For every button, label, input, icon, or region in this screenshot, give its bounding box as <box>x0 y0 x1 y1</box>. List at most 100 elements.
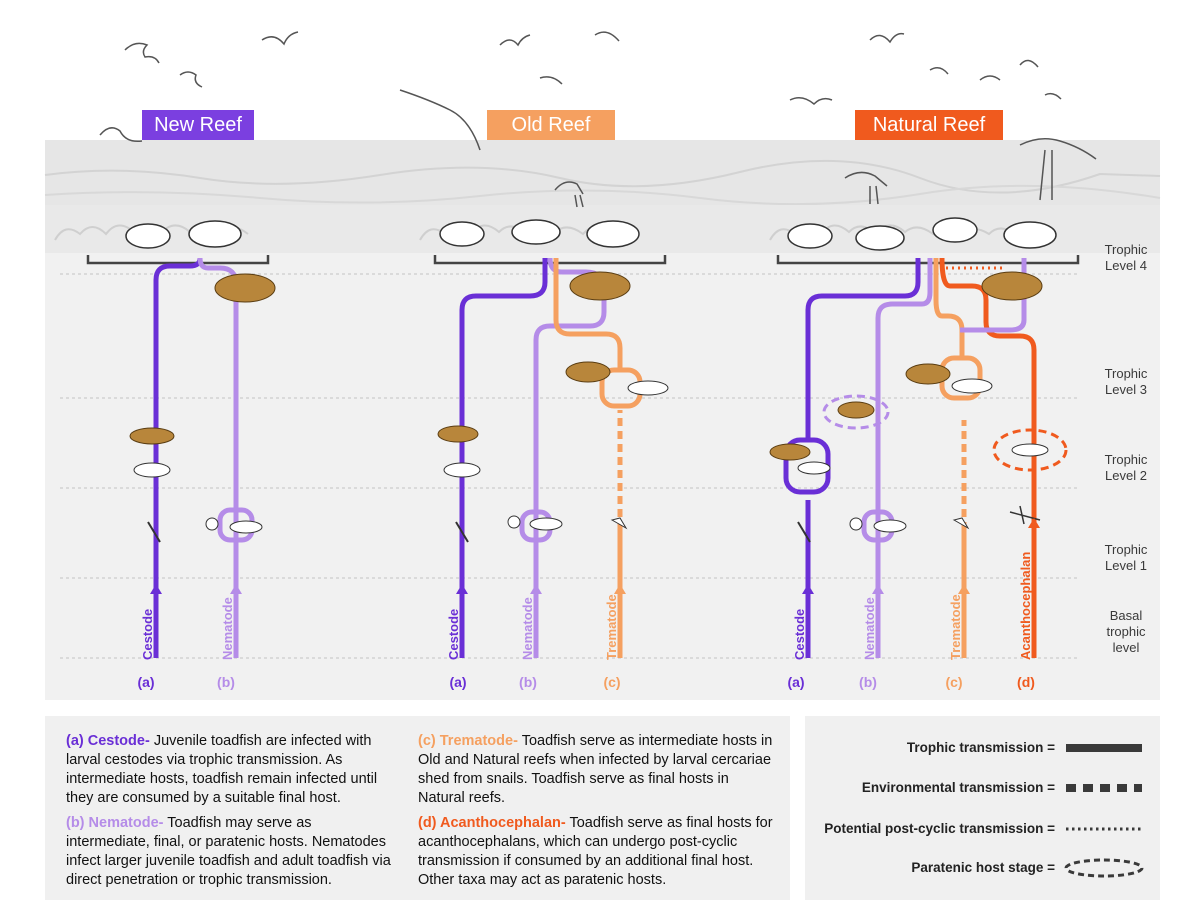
goby-icon <box>873 519 907 533</box>
juvenile-toadfish-icon <box>437 425 479 443</box>
toadfish-icon <box>905 363 951 385</box>
fish-icon <box>439 221 485 247</box>
paratenic-nematode-natural-reef <box>822 394 890 430</box>
reef-fish-icons <box>125 217 1057 251</box>
trematode-label-old: Trematode <box>604 594 619 660</box>
bird-icon <box>539 76 563 85</box>
key-trophic-label: Trophic transmission = <box>906 740 1055 755</box>
legend-acanthocephalan-head: (d) Acanthocephalan- <box>418 815 566 831</box>
letter-a-natural: (a) <box>787 674 805 690</box>
snail-icon <box>952 517 970 530</box>
bird-icon <box>99 127 143 143</box>
amphipod-icon <box>1009 505 1041 525</box>
goby-icon <box>529 517 563 531</box>
bird-icon <box>1044 92 1062 100</box>
legend-acanthocephalan: (d) Acanthocephalan- Toadfish serve as f… <box>418 814 778 890</box>
letter-a-new: (a) <box>137 674 155 690</box>
goby-icon <box>797 461 831 475</box>
toadfish-icon <box>569 271 631 301</box>
cestode-label-old: Cestode <box>446 608 461 660</box>
legend-cestode: (a) Cestode- Juvenile toadfish are infec… <box>66 732 396 808</box>
paratenic-acanthocephalan-natural-reef <box>992 428 1068 472</box>
reef-title-new: New Reef <box>142 110 254 140</box>
old-reef-paths <box>459 257 643 658</box>
key-ellipse <box>1064 858 1144 878</box>
letter-c-old: (c) <box>603 674 621 690</box>
nematode-label-natural: Nematode <box>862 597 877 660</box>
nematode-branch-natural-reef <box>960 258 1027 333</box>
nematode-label-new: Nematode <box>220 597 235 660</box>
transmission-diagram <box>44 31 1161 700</box>
copepod-icon <box>455 521 469 543</box>
toadfish-icon <box>981 271 1043 301</box>
fish-icon <box>188 220 242 248</box>
cestode-path-old-reef <box>459 258 548 658</box>
legend-acanthocephalan-body: Toadfish serve as final hosts for acanth… <box>418 815 773 888</box>
letter-b-natural: (b) <box>859 674 877 690</box>
reef-title-natural: Natural Reef <box>855 110 1003 140</box>
letter-c-natural: (c) <box>945 674 963 690</box>
wading-bird-icon <box>554 181 584 208</box>
acanthocephalan-path-natural-reef <box>939 257 1037 658</box>
bird-icon <box>869 32 905 44</box>
bird-icon <box>789 97 833 106</box>
trematode-label-natural: Trematode <box>948 594 963 660</box>
host-icons <box>129 271 1049 543</box>
snail-icon <box>610 517 628 530</box>
bird-icon <box>124 42 160 64</box>
fish-icon <box>932 217 978 243</box>
bird-icons <box>99 31 1097 208</box>
direction-arrows <box>150 518 1040 594</box>
goby-icon <box>951 378 993 394</box>
bird-icon <box>399 89 481 151</box>
heron-icon <box>1019 138 1097 201</box>
acanthocephalan-label-natural: Acanthocephalan <box>1018 551 1033 660</box>
reef-title-old: Old Reef <box>487 110 615 140</box>
legend-nematode-body: Toadfish may serve as intermediate, fina… <box>66 815 391 888</box>
juvenile-toadfish-icon <box>129 427 175 445</box>
toadfish-icon <box>214 273 276 303</box>
cestode-label-new: Cestode <box>140 608 155 660</box>
fish-icon <box>855 225 905 251</box>
key-paratenic-label: Paratenic host stage = <box>911 860 1055 875</box>
goby-icon <box>229 520 263 534</box>
bird-icon <box>261 31 299 46</box>
goby-icon <box>1011 443 1049 457</box>
water-surface <box>45 140 1160 210</box>
bird-icon <box>1019 59 1039 68</box>
wading-bird-icon <box>844 171 888 205</box>
fish-icon <box>1003 221 1057 249</box>
legend-trematode-body: Toadfish serve as intermediate hosts in … <box>418 733 773 806</box>
trematode-up-natural-reef <box>933 258 965 358</box>
crab-icon <box>849 517 863 531</box>
goby-icon <box>133 462 171 478</box>
bird-icon <box>179 71 203 88</box>
letter-a-old: (a) <box>449 674 467 690</box>
legend-trematode: (c) Trematode- Toadfish serve as interme… <box>418 732 773 808</box>
bird-icon <box>594 31 620 42</box>
letter-b-new: (b) <box>217 674 235 690</box>
goby-icon <box>627 380 669 396</box>
letter-b-old: (b) <box>519 674 537 690</box>
legend-text-box <box>45 716 790 900</box>
copepod-icon <box>147 521 161 543</box>
fish-icon <box>125 223 171 249</box>
key-postcyclic-label: Potential post-cyclic transmission = <box>824 821 1055 836</box>
toadfish-icon <box>565 361 611 383</box>
copepod-icon <box>797 521 811 543</box>
key-symbols <box>1064 744 1144 878</box>
crab-icon <box>507 515 521 529</box>
crab-icon <box>205 517 219 531</box>
toadfish-icon <box>837 401 875 419</box>
fish-icon <box>787 223 833 249</box>
bird-icon <box>929 67 949 75</box>
cestode-label-natural: Cestode <box>792 608 807 660</box>
legend-nematode: (b) Nematode- Toadfish may serve as inte… <box>66 814 396 890</box>
cestode-up-natural-reef <box>805 258 921 440</box>
nematode-label-old: Nematode <box>520 597 535 660</box>
fish-icon <box>511 219 561 245</box>
